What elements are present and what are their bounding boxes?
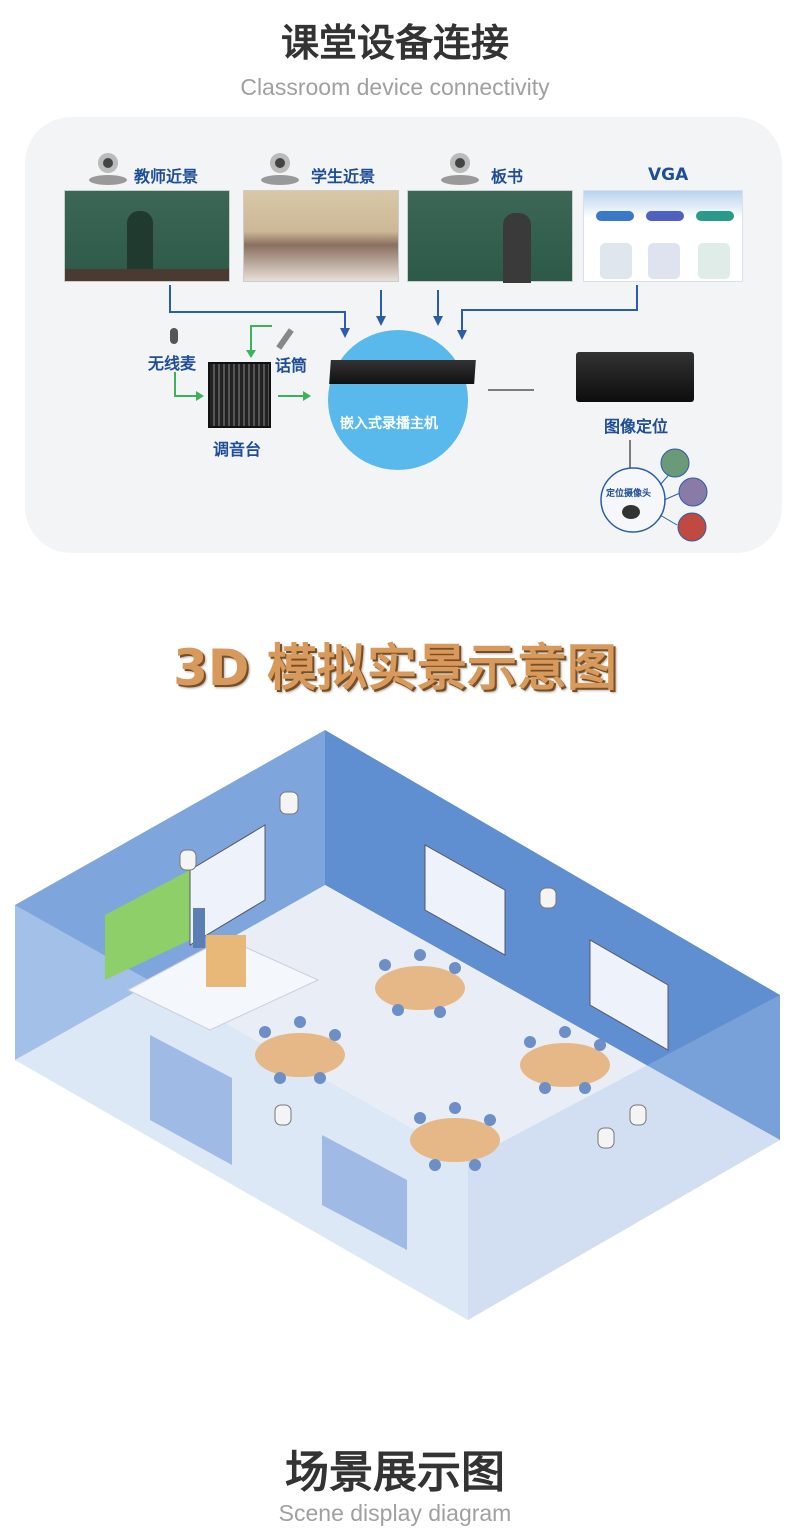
teacher-closeup-photo [64, 190, 230, 282]
positioning-label: 图像定位 [604, 417, 669, 436]
diagram-lines [169, 285, 708, 542]
source-label-teacher: 教师近景 [134, 167, 199, 186]
wireless-mic-icon [170, 328, 178, 344]
lectern [206, 935, 246, 987]
student-closeup-photo [243, 190, 399, 282]
student-tables [255, 966, 610, 1162]
ptz-camera-icon [261, 153, 299, 185]
source-label-vga: VGA [648, 165, 689, 185]
ptz-camera-icon [89, 153, 127, 185]
green-board [105, 870, 190, 980]
wall-display-1 [424, 844, 506, 956]
vga-screen-image [583, 190, 743, 282]
recording-host-circle [328, 330, 468, 470]
wireless-mic-label: 无线麦 [148, 354, 197, 373]
vga-feed-arrow [461, 285, 638, 332]
section-subtitle: Classroom device connectivity [240, 74, 550, 100]
wireless-mic-arrow [174, 372, 198, 397]
student-figures [259, 949, 606, 1171]
wall-display-2 [589, 939, 669, 1051]
board-writing-photo [407, 190, 573, 283]
positioning-camera-label: 定位摄像头 [606, 489, 652, 499]
ceiling-cameras [179, 791, 647, 1149]
source-label-board: 板书 [491, 167, 524, 186]
teacher-figure [193, 908, 205, 948]
side-window-1 [150, 1035, 232, 1165]
smart-board [189, 824, 266, 946]
section-title: 课堂设备连接 [280, 21, 509, 65]
handheld-mic-label: 话筒 [275, 356, 308, 375]
source-label-student: 学生近景 [311, 167, 376, 186]
scene-section-subtitle: Scene display diagram [278, 1500, 512, 1526]
positioning-camera-circle [600, 467, 666, 533]
scene-section-title: 场景展示图 [285, 1447, 505, 1498]
handheld-mic-arrow [250, 325, 272, 352]
mixer-image [208, 362, 271, 428]
teacher-feed-arrow [169, 285, 346, 330]
ptz-camera-icon [441, 153, 479, 185]
recording-host-label: 嵌入式录播主机 [340, 416, 438, 432]
3d-section-title: 3D 模拟实景示意图 [173, 639, 617, 697]
positioning-server-image [576, 352, 694, 402]
recording-host-device [329, 360, 476, 384]
mixer-label: 调音台 [213, 440, 262, 459]
3d-classroom-illustration [15, 730, 780, 1320]
side-window-2 [322, 1135, 407, 1250]
